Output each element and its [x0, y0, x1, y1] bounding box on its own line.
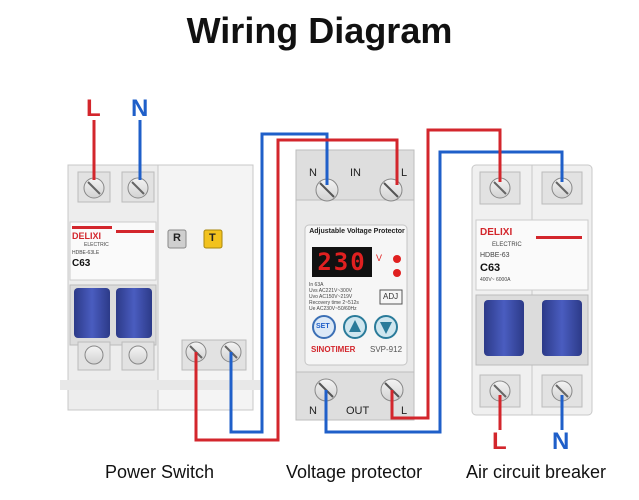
- terminal-screw: [84, 345, 104, 365]
- breaker-handle: [542, 300, 582, 356]
- breaker-rating: C63: [480, 262, 501, 274]
- live-wire-switch-to-protector: [194, 138, 399, 442]
- protector-in-label: IN: [350, 167, 361, 179]
- terminal-label-l: L: [86, 95, 101, 122]
- breaker-brand: DELIXI: [480, 227, 513, 238]
- voltage-protector-device: [295, 149, 415, 421]
- neutral-wire-switch-to-protector: [229, 132, 329, 434]
- breaker-spec: 400V~ 6000A: [480, 277, 511, 283]
- switch-handle: [116, 288, 152, 338]
- switch-brand: DELIXI: [72, 231, 102, 241]
- adj-label: ADJ: [383, 292, 399, 301]
- air-circuit-breaker-device: [471, 164, 593, 416]
- protector-out-label: OUT: [346, 405, 370, 417]
- caption-air-circuit-breaker: Air circuit breaker: [466, 462, 607, 482]
- switch-brand-sub: ELECTRIC: [84, 242, 109, 248]
- neutral-wire-protector-to-breaker: [324, 150, 564, 434]
- set-button: [312, 315, 336, 339]
- protector-display: [312, 247, 372, 277]
- caption-power-switch: Power Switch: [105, 462, 215, 482]
- set-button-label: SET: [316, 323, 330, 330]
- terminal-screw: [128, 345, 148, 365]
- switch-model: HDBE-63LE: [72, 250, 100, 256]
- switch-handle: [74, 288, 110, 338]
- power-switch-device: [60, 164, 260, 411]
- live-wire-protector-to-breaker: [390, 128, 502, 420]
- caption-voltage-protector: Voltage protector: [286, 462, 423, 482]
- breaker-handle: [484, 300, 524, 356]
- protector-brand: SINOTIMER: [311, 345, 356, 354]
- protector-model: SVP-912: [370, 345, 403, 354]
- protector-spec: In 63A Uvs AC221V~300V Uvo AC150V~219V R…: [309, 282, 359, 312]
- page-title: Wiring Diagram: [186, 10, 453, 51]
- protector-out-n-label: N: [309, 405, 317, 417]
- test-button-label: T: [209, 232, 216, 244]
- voltage-readout: 230: [317, 248, 367, 276]
- breaker-brand-sub: ELECTRIC: [492, 242, 522, 248]
- terminal-label-n: N: [131, 95, 149, 122]
- protector-header: Adjustable Voltage Protector: [309, 228, 405, 235]
- breaker-model: HDBE-63: [480, 252, 510, 259]
- terminal-label-n: N: [552, 428, 570, 455]
- terminal-label-l: L: [492, 428, 507, 455]
- protector-in-n-label: N: [309, 167, 317, 179]
- switch-rating: C63: [72, 258, 91, 269]
- voltage-unit: V: [376, 253, 383, 263]
- reset-button-label: R: [173, 232, 181, 244]
- protector-out-l-label: L: [401, 405, 408, 417]
- protector-in-l-label: L: [401, 167, 408, 179]
